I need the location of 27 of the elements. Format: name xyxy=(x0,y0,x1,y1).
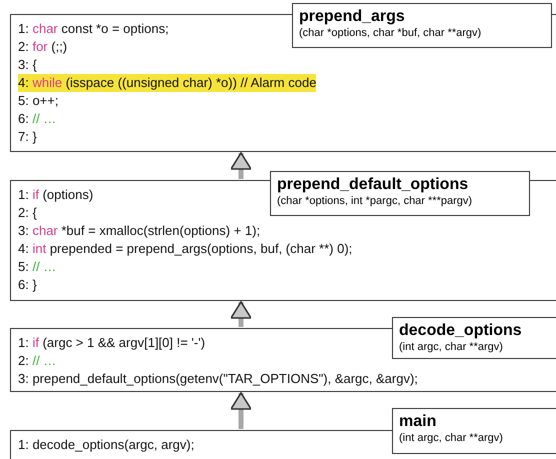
code-line: 2: { xyxy=(18,204,37,222)
function-name: prepend_args xyxy=(299,7,405,26)
function-signature: (char *options, int *pargc, char ***pargv) xyxy=(277,194,472,208)
code-line: 7: } xyxy=(18,128,37,146)
function-name: main xyxy=(399,412,436,431)
code-line: 5: o++; xyxy=(18,92,58,110)
code-line: 6: } xyxy=(18,276,37,294)
code-line: 5: // … xyxy=(18,258,56,276)
function-name: prepend_default_options xyxy=(277,175,468,194)
code-line: 2: // … xyxy=(18,352,56,370)
code-line: 2: for (;;) xyxy=(18,38,68,56)
code-line: 1: decode_options(argc, argv); xyxy=(18,436,194,454)
function-name: decode_options xyxy=(399,321,522,340)
code-line: 4: int prepended = prepend_args(options, buf, (char **) 0); xyxy=(18,240,352,258)
code-line: 3: char *buf = xmalloc(strlen(options) + 1); xyxy=(18,222,260,240)
arrow xyxy=(230,301,252,327)
function-signature: (int argc, char **argv) xyxy=(399,431,503,445)
code-line: 1: if (options) xyxy=(18,186,94,204)
code-line: 1: if (argc > 1 && argv[1][0] != '-') xyxy=(18,334,206,352)
function-signature: (char *options, char *buf, char **argv) xyxy=(299,26,482,40)
arrow xyxy=(230,392,252,429)
code-line: 3: { xyxy=(18,56,37,74)
code-line: 1: char const *o = options; xyxy=(18,20,169,38)
code-line: 6: // … xyxy=(18,110,56,128)
arrow xyxy=(230,152,252,179)
code-line: 3: prepend_default_options(getenv("TAR_OPTIONS"), &argc, &argv); xyxy=(18,370,418,388)
function-signature: (int argc, char **argv) xyxy=(399,340,503,354)
